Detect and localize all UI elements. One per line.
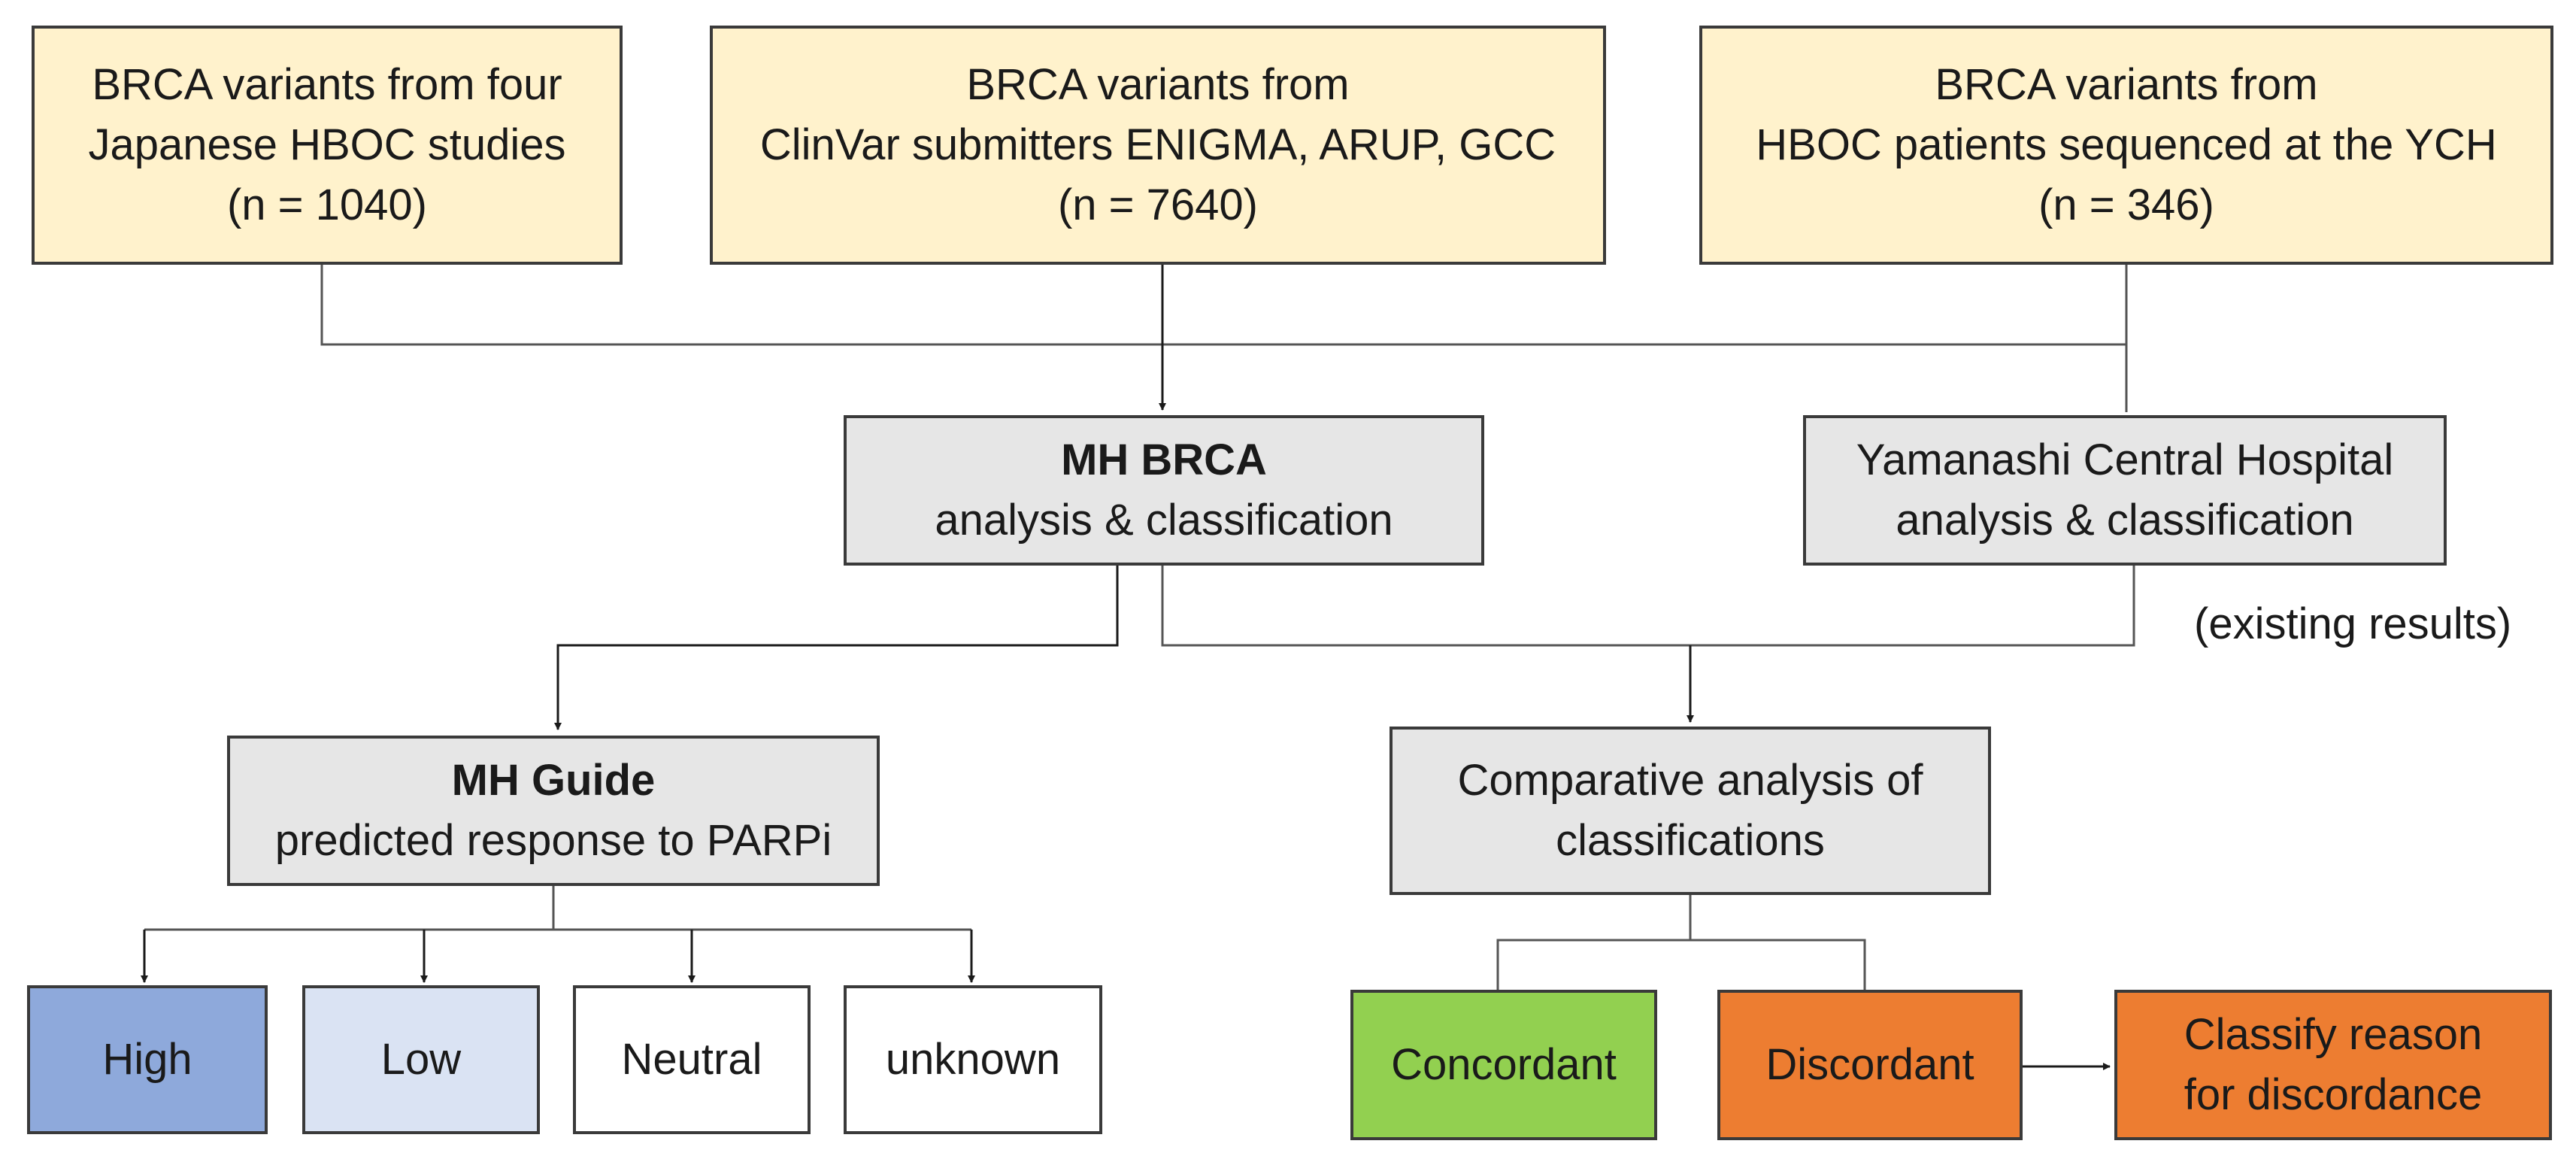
- discordant-label: Discordant: [1765, 1039, 1974, 1089]
- line-to-concordant: [1496, 939, 1866, 990]
- source-japanese-count: (n = 1040): [226, 181, 427, 230]
- response-low-label: Low: [380, 1034, 462, 1084]
- response-neutral-box: Neutral: [573, 985, 811, 1134]
- mh-brca-box: MH BRCA analysis & classification: [844, 415, 1484, 566]
- response-low-box: Low: [302, 985, 540, 1134]
- response-high-label: High: [102, 1034, 192, 1084]
- classify-reason-box: Classify reason for discordance: [2114, 990, 2552, 1140]
- mh-guide-subtitle: predicted response to PARPi: [274, 816, 832, 865]
- ych-analysis-box: Yamanashi Central Hospital analysis & cl…: [1803, 415, 2447, 566]
- source-clinvar-line2: ClinVar submitters ENIGMA, ARUP, GCC: [759, 120, 1556, 169]
- existing-results-note: (existing results): [2194, 599, 2512, 648]
- classify-reason-line2: for discordance: [2184, 1070, 2483, 1119]
- mh-brca-subtitle: analysis & classification: [935, 496, 1393, 545]
- source-ych-line2: HBOC patients sequenced at the YCH: [1756, 120, 2497, 169]
- source-ych-line1: BRCA variants from: [1935, 59, 2318, 109]
- response-unknown-box: unknown: [844, 985, 1102, 1134]
- source-ych-box: BRCA variants from HBOC patients sequenc…: [1699, 26, 2553, 265]
- mh-guide-title: MH Guide: [451, 755, 656, 805]
- arrow-mhbrca-to-mhguide: [554, 566, 1119, 730]
- mh-brca-title: MH BRCA: [1061, 435, 1267, 484]
- response-high-box: High: [27, 985, 268, 1134]
- source-japanese-line1: BRCA variants from four: [92, 59, 562, 109]
- source-ych-count: (n = 346): [2038, 181, 2214, 230]
- line-japanese-to-merge: [320, 265, 2126, 346]
- source-clinvar-count: (n = 7640): [1057, 181, 1258, 230]
- discordant-box: Discordant: [1717, 990, 2023, 1140]
- concordant-box: Concordant: [1350, 990, 1657, 1140]
- line-mhbrca-to-comparative: [1161, 566, 2135, 647]
- source-japanese-line2: Japanese HBOC studies: [88, 120, 566, 169]
- mh-guide-box: MH Guide predicted response to PARPi: [227, 736, 880, 886]
- response-neutral-label: Neutral: [621, 1034, 762, 1084]
- ych-analysis-line1: Yamanashi Central Hospital: [1856, 435, 2394, 484]
- source-clinvar-box: BRCA variants from ClinVar submitters EN…: [710, 26, 1606, 265]
- comparative-line1: Comparative analysis of: [1457, 755, 1923, 805]
- source-japanese-box: BRCA variants from four Japanese HBOC st…: [32, 26, 623, 265]
- source-clinvar-line1: BRCA variants from: [966, 59, 1350, 109]
- comparative-line2: classifications: [1556, 816, 1825, 865]
- concordant-label: Concordant: [1391, 1039, 1617, 1089]
- comparative-box: Comparative analysis of classifications: [1390, 727, 1991, 895]
- classify-reason-line1: Classify reason: [2184, 1009, 2483, 1059]
- response-unknown-label: unknown: [885, 1034, 1061, 1084]
- ych-analysis-line2: analysis & classification: [1896, 496, 2354, 545]
